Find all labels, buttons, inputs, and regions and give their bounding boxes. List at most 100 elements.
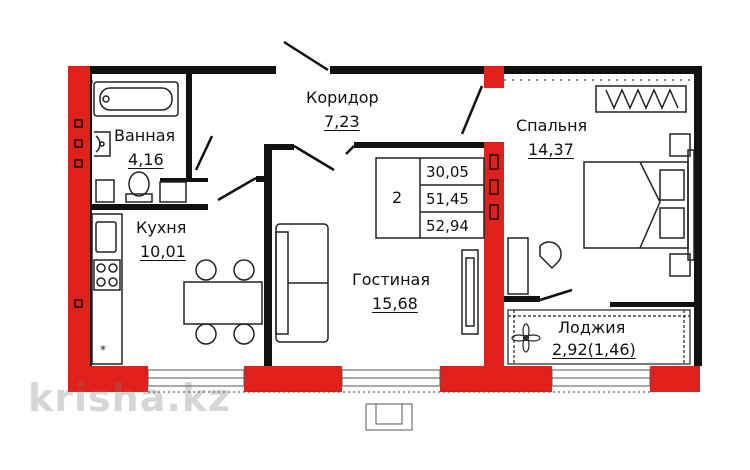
- doors: [194, 40, 573, 302]
- wall-bath-kitchen: [90, 204, 208, 210]
- sofa-back: [275, 231, 289, 335]
- accent-walls: [68, 66, 700, 392]
- summary-total-area: 51,45: [426, 190, 469, 208]
- room-area-bathroom: 4,16: [128, 150, 164, 169]
- pillow: [659, 207, 685, 239]
- wall-bath-right: [186, 74, 192, 178]
- kitchen-fixtures: *: [91, 213, 263, 365]
- red-bottom-4: [650, 366, 700, 392]
- loggia-frame: [507, 309, 691, 365]
- col-mark: [489, 179, 499, 195]
- blanket-fold: [639, 161, 661, 249]
- desk-icon: [507, 237, 529, 295]
- room-name-bedroom: Спальня: [516, 116, 588, 135]
- balcony-step-inner: [375, 403, 403, 425]
- living-furniture: [275, 157, 485, 343]
- red-top-block: [484, 66, 504, 88]
- room-name-kitchen: Кухня: [136, 218, 187, 237]
- room-area-living: 15,68: [372, 294, 418, 313]
- col-mark: [74, 139, 83, 148]
- chair: [233, 259, 255, 281]
- col-mark: [74, 299, 83, 308]
- red-bottom-2: [244, 366, 342, 392]
- stove-icon: [93, 259, 121, 291]
- bathtub-icon: [93, 81, 179, 117]
- kitchen-counter: [91, 213, 123, 365]
- wall-living-top: [264, 144, 294, 150]
- col-mark: [74, 119, 83, 128]
- bed-icon: [583, 161, 689, 249]
- red-left-column: [68, 66, 90, 392]
- dining-table-icon: [183, 281, 263, 325]
- nightstand: [669, 133, 691, 157]
- fridge-star: *: [100, 343, 106, 357]
- red-bottom-1: [68, 366, 148, 392]
- room-area-kitchen: 10,01: [140, 242, 186, 261]
- sink-drain: [99, 141, 105, 147]
- laundry-box-2: [159, 181, 187, 203]
- kitchen-sink-icon: [95, 221, 117, 253]
- entry-door: [283, 40, 329, 72]
- wardrobe-icon: [595, 85, 687, 113]
- loggia-details: [507, 309, 691, 365]
- door-kitchen: [217, 176, 257, 202]
- room-name-loggia: Лоджия: [558, 318, 626, 337]
- wall-kitchen-stub: [256, 176, 266, 182]
- watermark: krisha.kz: [28, 376, 232, 420]
- chair: [195, 259, 217, 281]
- laundry-box: [95, 179, 115, 203]
- room-area-bedroom: 14,37: [528, 140, 574, 159]
- stove-burner: [108, 263, 118, 273]
- stove-burner: [108, 277, 118, 287]
- desk-chair-icon: [539, 241, 562, 270]
- room-name-corridor: Коридор: [306, 88, 379, 107]
- wall-corridor-mid: [354, 142, 486, 148]
- door-living: [293, 144, 335, 172]
- tv-icon: [465, 257, 475, 327]
- wall-loggia-top: [610, 302, 694, 307]
- sink-icon: [94, 131, 111, 157]
- red-bottom-3: [440, 366, 552, 392]
- door-corridor-mid: [345, 145, 355, 155]
- room-name-bathroom: Ванная: [114, 126, 176, 145]
- wall-living-left: [264, 144, 272, 366]
- summary-living-area: 30,05: [426, 163, 469, 181]
- drain: [102, 95, 110, 103]
- balcony-step: [365, 403, 413, 431]
- door-bedroom: [460, 85, 484, 135]
- bathtub-inner: [99, 87, 173, 111]
- plant-icon: [511, 323, 541, 353]
- chair: [195, 323, 217, 345]
- col-mark: [489, 154, 499, 170]
- summary-table-frame: [375, 157, 485, 239]
- wall-top-right: [330, 66, 700, 74]
- wall-bed-loggia: [500, 296, 540, 302]
- wall-ticks: [91, 79, 701, 360]
- col-mark: [74, 159, 83, 168]
- door-bathroom: [194, 135, 214, 171]
- room-area-corridor: 7,23: [324, 112, 360, 131]
- column-marks: [74, 119, 499, 308]
- bath-fixtures: [93, 81, 187, 203]
- door-loggia: [539, 288, 573, 302]
- col-mark: [489, 204, 499, 220]
- stove-burner: [96, 263, 106, 273]
- room-area-loggia: 2,92(1,46): [552, 340, 636, 359]
- room-name-living: Гостиная: [352, 270, 430, 289]
- tv-stand-icon: [461, 249, 479, 335]
- windows: [147, 369, 651, 431]
- summary-total-area-loggia: 52,94: [426, 217, 469, 235]
- chair: [233, 323, 255, 345]
- wardrobe-hangers: [605, 88, 679, 110]
- pillow: [659, 169, 685, 201]
- toilet-tank: [125, 193, 153, 203]
- wall-top-left: [90, 66, 276, 74]
- stove-burner: [96, 277, 106, 287]
- red-mid-column: [484, 142, 504, 368]
- wall-right: [694, 66, 702, 366]
- bedroom-furniture: [507, 85, 695, 295]
- toilet-icon: [128, 171, 150, 197]
- bed-headboard: [687, 149, 695, 261]
- summary-rooms-count: 2: [392, 188, 403, 207]
